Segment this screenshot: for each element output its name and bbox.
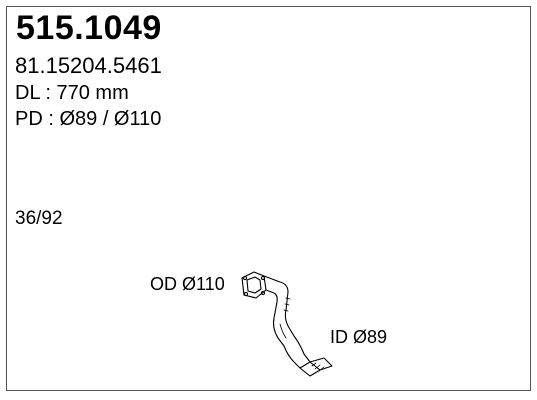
pipe-lower-inner (283, 345, 301, 369)
flange-bolt-hole (260, 275, 266, 281)
part-number: 515.1049 (16, 9, 162, 47)
pipe-seam (279, 323, 287, 339)
spec-diameters: PD : Ø89 / Ø110 (15, 108, 162, 130)
flange-bolt-hole (260, 290, 266, 296)
exhaust-pipe-drawing (241, 271, 333, 377)
pipe-upper-edge (263, 275, 289, 311)
outer-diameter-label: OD Ø110 (150, 274, 225, 294)
pipe-lower-outer (293, 335, 311, 363)
pipe-dash-marks (283, 297, 291, 312)
reference-number: 81.15204.5461 (15, 53, 162, 78)
flange-bolt-hole (242, 275, 248, 281)
pipe-lower-edge (265, 289, 278, 319)
inner-diameter-label: ID Ø89 (330, 327, 388, 347)
product-sheet (6, 6, 531, 391)
flange-bolt-hole (243, 291, 249, 297)
pipe-middle-outer (284, 309, 295, 337)
spec-length: DL : 770 mm (15, 82, 129, 104)
outlet-hatch (311, 362, 325, 372)
pipe-middle-inner (272, 317, 285, 347)
flange-opening (246, 276, 262, 294)
outlet-rim (309, 357, 333, 371)
page-code: 36/92 (15, 208, 63, 229)
outlet-sleeve (299, 361, 321, 377)
